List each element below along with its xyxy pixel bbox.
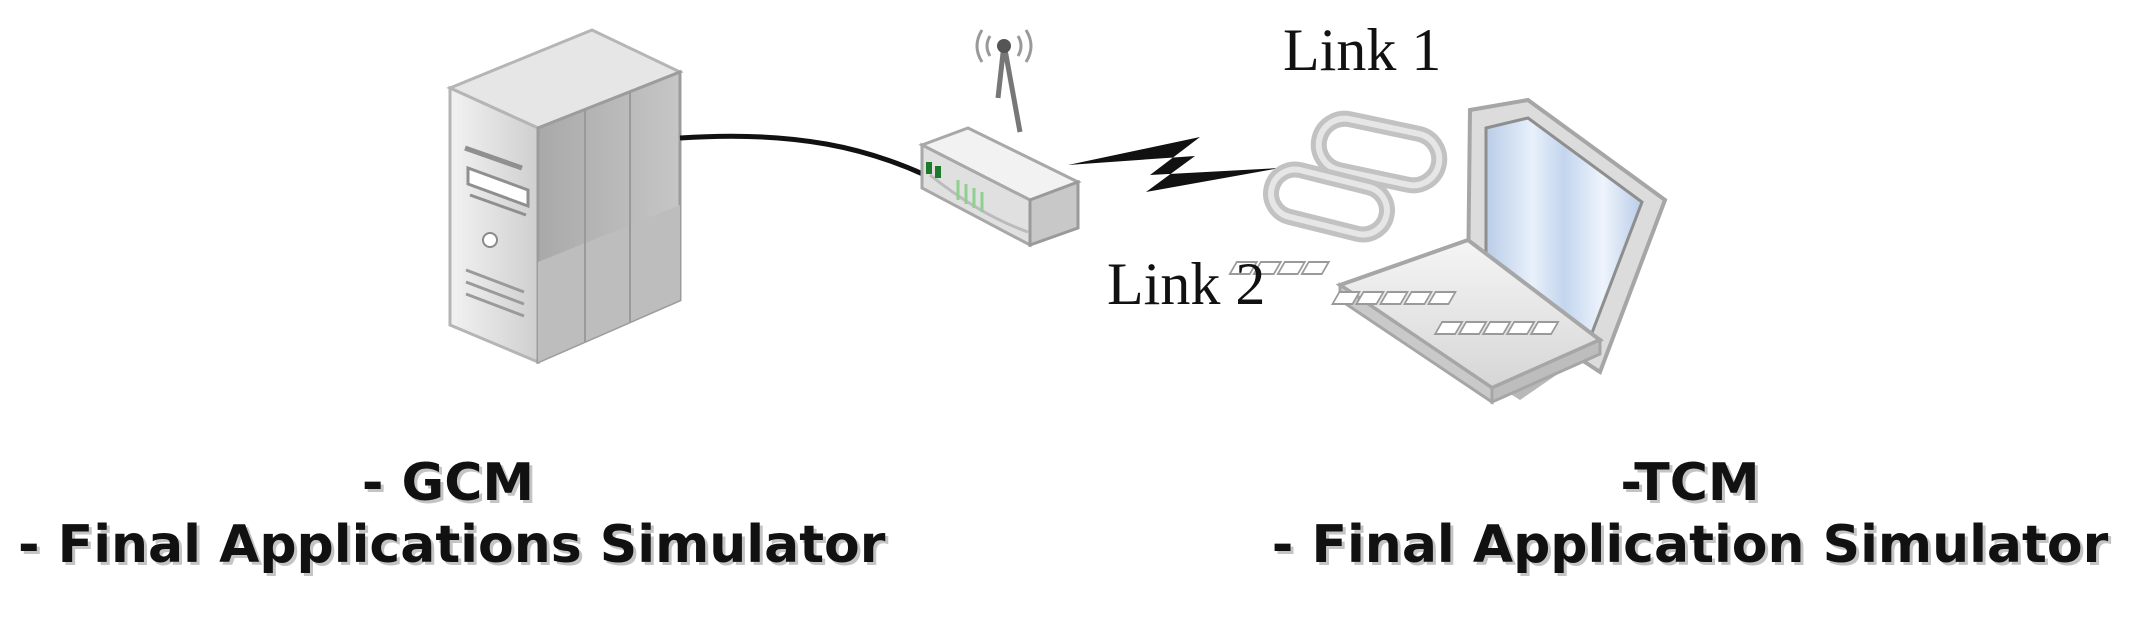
- server-caption-line-2: - Final Applications Simulator: [18, 515, 886, 576]
- server-caption: - GCM - Final Applications Simulator: [18, 452, 886, 577]
- network-cable: [679, 133, 927, 178]
- laptop-icon: [1228, 97, 1668, 405]
- link-1-label: Link 1: [1283, 17, 1442, 83]
- chain-link-icon: [1263, 110, 1448, 243]
- server-icon: [446, 28, 684, 365]
- laptop-caption: -TCM - Final Application Simulator: [1265, 452, 2115, 577]
- lightning-bolt-icon: [1068, 137, 1280, 192]
- laptop-caption-line-1: -TCM: [1620, 453, 1760, 513]
- link-2-label: Link 2: [1107, 251, 1266, 317]
- laptop-caption-line-2: - Final Application Simulator: [1271, 515, 2109, 576]
- server-caption-line-1: - GCM: [361, 453, 535, 513]
- wireless-router-icon: [918, 29, 1082, 248]
